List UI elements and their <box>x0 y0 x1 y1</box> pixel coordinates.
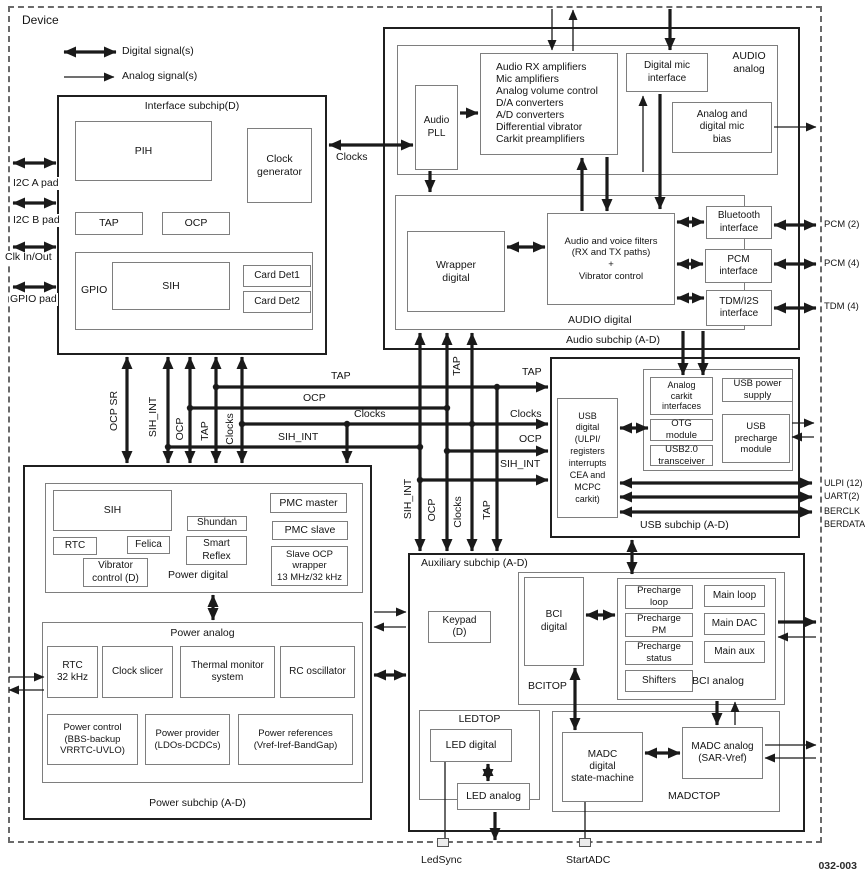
bus-clocks-usb-label: Clocks <box>510 408 542 420</box>
audio-digital-title: AUDIO digital <box>568 314 632 326</box>
tap-block: TAP <box>75 212 143 235</box>
pmc-master-block: PMC master <box>270 493 347 513</box>
tdm-i2s-interface-block: TDM/I2S interface <box>706 290 772 326</box>
precharge-pm-block: Precharge PM <box>625 613 693 637</box>
smart-reflex-block: Smart Reflex <box>186 536 247 565</box>
felica-block: Felica <box>127 536 170 554</box>
audio-subchip-title: Audio subchip (A-D) <box>566 334 660 346</box>
power-sih-block: SIH <box>53 490 172 531</box>
pad-pcm2: PCM (2) <box>824 219 860 230</box>
bus-tap-usb-label: TAP <box>522 366 542 378</box>
usb-digital-block: USB digital (ULPI/ registers interrupts … <box>557 398 618 518</box>
card-det2-block: Card Det2 <box>243 291 311 313</box>
madc-digital-block: MADC digital state-machine <box>562 732 643 802</box>
bus-ocp-h-label: OCP <box>303 392 326 404</box>
interface-subchip-title: Interface subchip(D) <box>144 100 240 112</box>
startadc-terminal <box>579 838 591 847</box>
bcitop-title: BCITOP <box>528 680 567 692</box>
pad-berclk: BERCLK <box>824 506 861 516</box>
card-det1-block: Card Det1 <box>243 265 311 287</box>
legend-analog-label: Analog signal(s) <box>122 70 198 82</box>
usb-power-supply-block: USB power supply <box>722 378 793 402</box>
shundan-block: Shundan <box>187 516 247 531</box>
audio-pll-block: Audio PLL <box>415 85 458 170</box>
bus-tap-h-label: TAP <box>331 370 351 382</box>
usb20-transceiver-block: USB2.0 transceiver <box>650 444 713 467</box>
otg-module-block: OTG module <box>650 418 713 441</box>
madctop-title: MADCTOP <box>668 790 721 802</box>
main-loop-block: Main loop <box>704 585 765 607</box>
usb-subchip-title: USB subchip (A-D) <box>640 519 729 531</box>
ocp-block: OCP <box>162 212 230 235</box>
figure-number: 032-003 <box>818 860 857 872</box>
main-dac-block: Main DAC <box>704 613 765 635</box>
pmc-slave-block: PMC slave <box>272 521 348 540</box>
ledsync-terminal <box>437 838 449 847</box>
bus-sih-int-h-label: SIH_INT <box>278 431 319 443</box>
clock-slicer-block: Clock slicer <box>102 646 173 698</box>
pcm-interface-block: PCM interface <box>705 249 772 283</box>
pad-gpio: GPIO pad <box>9 293 58 306</box>
pad-uart: UART(2) <box>824 491 860 501</box>
rtc-block: RTC <box>53 537 97 555</box>
wrapper-digital-block: Wrapper digital <box>407 231 505 312</box>
device-label: Device <box>22 13 59 27</box>
vibrator-control-block: Vibrator control (D) <box>83 558 148 587</box>
rtc-32khz-block: RTC 32 kHz <box>47 646 98 698</box>
audio-analog-title: AUDIO analog <box>732 50 766 75</box>
thermal-monitor-block: Thermal monitor system <box>180 646 275 698</box>
bus-ocp-usb-label: OCP <box>519 433 542 445</box>
gpio-label: GPIO <box>81 284 108 296</box>
madc-analog-block: MADC analog (SAR-Vref) <box>682 727 763 779</box>
pad-i2c-b: I2C B pad <box>12 214 61 227</box>
legend-digital-label: Digital signal(s) <box>122 45 194 57</box>
main-aux-block: Main aux <box>704 641 765 663</box>
led-digital-block: LED digital <box>430 729 512 762</box>
pih-block: PIH <box>75 121 212 181</box>
clock-generator-block: Clock generator <box>247 128 312 203</box>
bus-clocks-h-label: Clocks <box>354 408 386 420</box>
bus-sih-int-usb-label: SIH_INT <box>500 458 541 470</box>
power-subchip-title: Power subchip (A-D) <box>149 797 246 809</box>
power-analog-title: Power analog <box>170 627 235 639</box>
pad-pcm4: PCM (4) <box>824 258 860 269</box>
mic-bias-block: Analog and digital mic bias <box>672 102 772 153</box>
pad-i2c-a: I2C A pad <box>12 177 60 190</box>
power-references-block: Power references (Vref-Iref-BandGap) <box>238 714 353 765</box>
precharge-status-block: Precharge status <box>625 641 693 665</box>
shifters-block: Shifters <box>625 670 693 692</box>
rc-oscillator-block: RC oscillator <box>280 646 355 698</box>
bci-analog-title: BCI analog <box>692 675 744 687</box>
power-digital-title: Power digital <box>168 569 229 581</box>
pad-tdm4: TDM (4) <box>824 301 859 312</box>
startadc-label: StartADC <box>566 854 611 866</box>
power-provider-block: Power provider (LDOs-DCDCs) <box>145 714 230 765</box>
ledsync-label: LedSync <box>421 854 462 866</box>
slave-ocp-wrapper-block: Slave OCP wrapper 13 MHz/32 kHz <box>271 546 348 586</box>
bluetooth-interface-block: Bluetooth interface <box>706 206 772 239</box>
bci-digital-block: BCI digital <box>524 577 584 666</box>
led-analog-block: LED analog <box>457 783 530 810</box>
device-boundary <box>8 6 822 843</box>
pad-berdata: BERDATA <box>824 519 865 529</box>
aux-subchip-title: Auxiliary subchip (A-D) <box>421 557 528 569</box>
ledtop-title: LEDTOP <box>458 713 501 725</box>
keypad-block: Keypad (D) <box>428 611 491 643</box>
usb-precharge-block: USB precharge module <box>722 414 790 463</box>
audio-voice-filters-block: Audio and voice filters (RX and TX paths… <box>547 213 675 305</box>
precharge-loop-block: Precharge loop <box>625 585 693 609</box>
sih-block: SIH <box>112 262 230 310</box>
analog-carkit-block: Analog carkit interfaces <box>650 377 713 415</box>
pad-ulpi: ULPI (12) <box>824 478 863 488</box>
pad-clk-inout: Clk In/Out <box>4 251 53 264</box>
power-control-block: Power control (BBS-backup VRRTC-UVLO) <box>47 714 138 765</box>
clocks-link-label: Clocks <box>336 151 368 163</box>
audio-amplifiers-block: Audio RX amplifiers Mic amplifiers Analo… <box>480 53 618 155</box>
digital-mic-interface-block: Digital mic interface <box>626 53 708 92</box>
